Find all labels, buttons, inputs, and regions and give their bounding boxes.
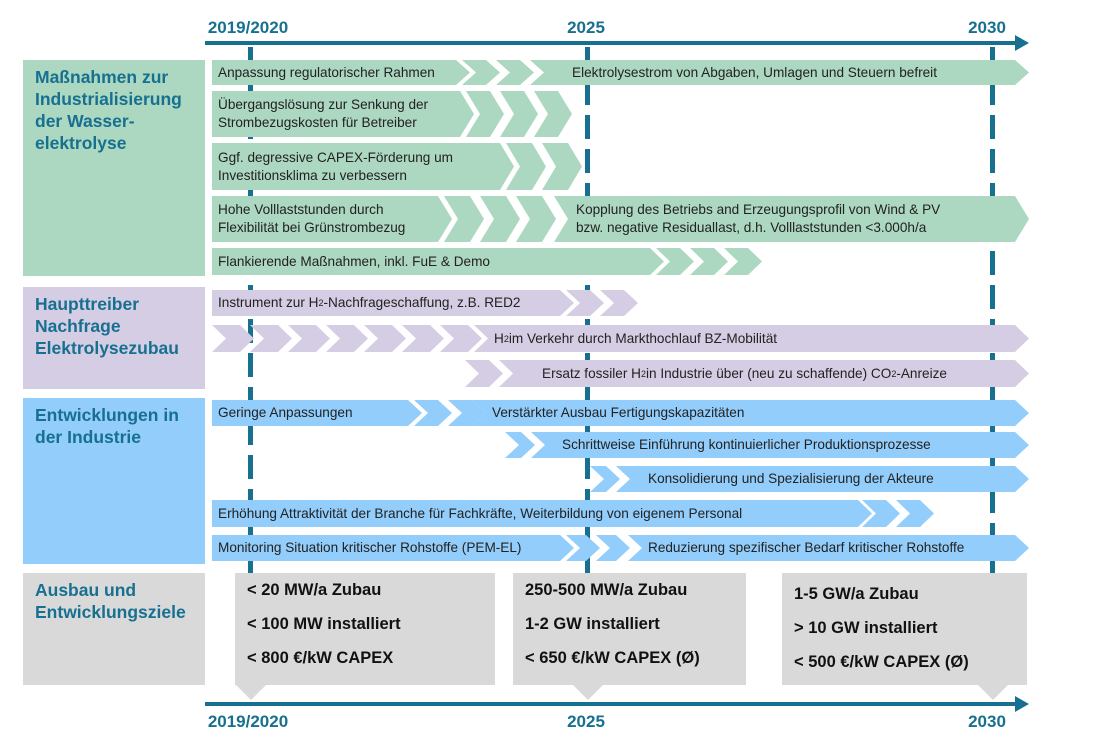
bar-text: 2 — [891, 368, 897, 379]
chevron-arrow-icon — [542, 143, 582, 190]
bar-text: 2 — [503, 333, 509, 344]
chevron-arrow-icon — [505, 432, 535, 458]
bar-text: Kopplung des Betriebs and Erzeugungsprof… — [576, 202, 941, 217]
goal-text: 250-500 MW/a Zubau — [525, 581, 688, 599]
roadmap-bar: Reduzierung spezifischer Bedarf kritisch… — [628, 535, 1029, 561]
bar-text: Hohe Volllaststunden durch — [218, 202, 384, 217]
bar-text: -Nachfrageschaffung, z.B. RED2 — [323, 295, 521, 310]
roadmap-bar: Kopplung des Betriebs and Erzeugungsprof… — [554, 196, 1029, 242]
year-label: 2019/2020 — [207, 712, 289, 731]
bar-text: 2 — [318, 298, 324, 308]
bar-text: H — [494, 330, 504, 346]
chevron-arrow-icon — [600, 290, 638, 316]
goal-text: < 650 €/kW CAPEX (Ø) — [525, 649, 700, 667]
goal-text: < 100 MW installiert — [247, 615, 401, 633]
axis-arrow-icon — [1015, 696, 1029, 712]
goal-box-2020: < 20 MW/a Zubau < 100 MW installiert < 8… — [235, 573, 495, 685]
category-measures: Maßnahmen zur Industrialisierung der Was… — [23, 60, 205, 276]
roadmap-bar: Elektrolysestrom von Abgaben, Umlagen un… — [552, 60, 1029, 85]
year-label: 2025 — [567, 18, 605, 37]
goal-text: < 500 €/kW CAPEX (Ø) — [794, 653, 969, 671]
bar-text: Übergangslösung zur Senkung der — [218, 97, 429, 112]
roadmap-bar: Anpassung regulatorischer Rahmen — [212, 60, 470, 85]
year-label: 2030 — [968, 18, 1006, 37]
category-industry: Entwicklungen in der Industrie — [23, 398, 205, 564]
roadmap-bar: Schrittweise Einführung kontinuierlicher… — [542, 432, 1029, 458]
chevron-arrow-icon — [402, 325, 444, 352]
roadmap-bar: Erhöhung Attraktivität der Branche für F… — [212, 500, 872, 527]
chevron-arrow-icon — [288, 325, 330, 352]
year-label: 2019/2020 — [207, 18, 289, 37]
bar-text: Investitionsklima zu verbessern — [218, 167, 407, 183]
goal-box-2025: 250-500 MW/a Zubau 1-2 GW installiert < … — [513, 573, 746, 685]
chevron-arrow-icon — [465, 360, 503, 387]
chevron-arrow-icon — [364, 325, 406, 352]
roadmap-bar: Verstärkter Ausbau Fertigungskapazitäten — [472, 400, 1029, 426]
chevron-arrow-icon — [896, 500, 934, 527]
chevron-arrow-icon — [500, 91, 538, 137]
chevron-arrow-icon — [326, 325, 368, 352]
year-label: 2030 — [968, 712, 1006, 731]
goal-text: 1-5 GW/a Zubau — [794, 585, 919, 603]
goal-text: 1-2 GW installiert — [525, 615, 660, 633]
bar-text: Ggf. degressive CAPEX-Förderung um — [218, 149, 453, 165]
bar-text: 2 — [640, 368, 646, 379]
goal-text: < 20 MW/a Zubau — [247, 581, 382, 599]
chevron-arrow-icon — [534, 91, 572, 137]
goal-pointer — [573, 685, 603, 700]
bar-text: Flexibilität bei Grünstrombezug — [218, 220, 406, 235]
roadmap-bar: Monitoring Situation kritischer Rohstoff… — [212, 535, 574, 561]
axis-arrow-icon — [1015, 35, 1029, 51]
year-label: 2025 — [567, 712, 605, 731]
timeline-axis-bottom — [205, 702, 1017, 706]
goal-pointer — [236, 685, 266, 700]
chevron-arrow-icon — [516, 196, 556, 242]
goal-text: < 800 €/kW CAPEX — [247, 649, 394, 667]
bar-text: Strombezugskosten für Betreiber — [218, 115, 417, 130]
bar-text: -Anreize — [896, 365, 947, 381]
chevron-arrow-icon — [480, 196, 520, 242]
roadmap-bar: Geringe Anpassungen — [212, 400, 422, 426]
chevron-arrow-icon — [724, 248, 762, 275]
bar-text: Ersatz fossiler H — [542, 365, 641, 381]
goal-pointer — [978, 685, 1008, 700]
bar-text: Instrument zur H — [218, 295, 319, 310]
roadmap-bar: Konsolidierung und Spezialisierung der A… — [628, 466, 1029, 492]
bar-text: in Industrie über (neu zu schaffende) CO — [645, 365, 892, 381]
year-marker-line — [248, 47, 253, 697]
chevron-arrow-icon — [250, 325, 292, 352]
category-goals: Ausbau und Entwicklungsziele — [23, 573, 205, 685]
category-demand: Haupttreiber Nachfrage Elektrolysezubau — [23, 287, 205, 389]
goal-box-2030: 1-5 GW/a Zubau > 10 GW installiert < 500… — [782, 573, 1027, 685]
timeline-axis-top — [205, 41, 1017, 45]
roadmap-bar: Flankierende Maßnahmen, inkl. FuE & Demo — [212, 248, 664, 275]
chevron-arrow-icon — [590, 466, 620, 492]
chevron-arrow-icon — [596, 535, 630, 561]
goal-text: > 10 GW installiert — [794, 619, 938, 637]
roadmap-bar: Ggf. degressive CAPEX-Förderung um Invest… — [212, 143, 514, 190]
bar-text: im Verkehr durch Markthochlauf BZ-Mobili… — [508, 330, 778, 346]
chevron-arrow-icon — [690, 248, 728, 275]
chevron-arrow-icon — [496, 60, 534, 85]
bar-text: bzw. negative Residuallast, d.h. Volllas… — [576, 220, 927, 235]
chevron-arrow-icon — [440, 325, 482, 352]
